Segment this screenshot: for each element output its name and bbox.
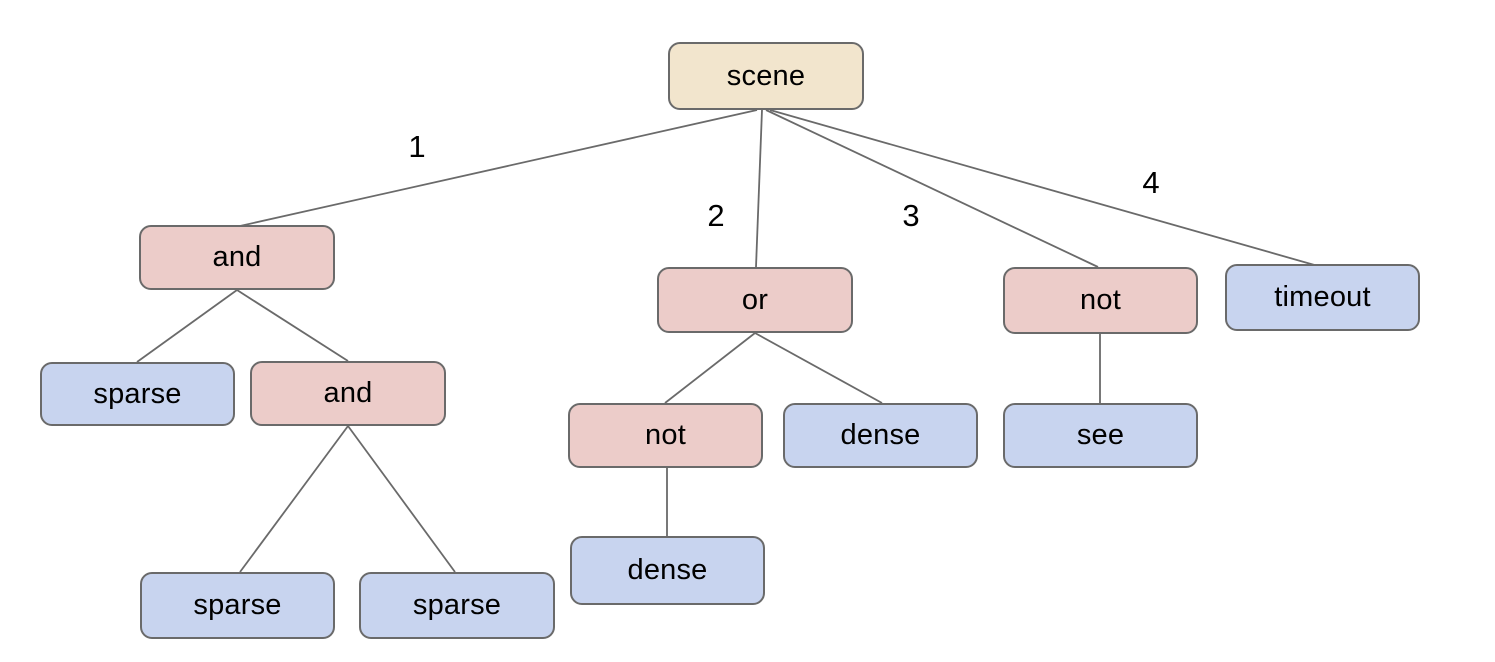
node-or: or [657, 267, 853, 333]
node-sparse-3: sparse [359, 572, 555, 639]
node-sparse-2: sparse [140, 572, 335, 639]
edge-scene-not1 [765, 109, 1099, 268]
edge-or-not2 [664, 332, 756, 404]
edge-label-3: 3 [902, 198, 920, 233]
node-dense-2: dense [570, 536, 765, 605]
edge-label-4: 4 [1142, 165, 1160, 200]
edge-and2-sparse3 [347, 425, 456, 573]
node-not-1: not [1003, 267, 1198, 334]
node-scene: scene [668, 42, 864, 110]
edge-scene-timeout [769, 109, 1319, 267]
node-see: see [1003, 403, 1198, 468]
node-dense-1: dense [783, 403, 978, 468]
node-timeout: timeout [1225, 264, 1420, 331]
node-and-2: and [250, 361, 446, 426]
edge-label-2: 2 [707, 198, 725, 233]
edge-and1-sparse1 [136, 289, 238, 363]
node-and-1: and [139, 225, 335, 290]
node-sparse-1: sparse [40, 362, 235, 426]
node-not-2: not [568, 403, 763, 468]
edge-and1-and2 [236, 289, 349, 362]
edge-or-dense1 [754, 332, 883, 404]
edge-label-1: 1 [408, 129, 426, 164]
edge-scene-or [755, 109, 763, 268]
edge-scene-and1 [239, 109, 758, 227]
edge-and2-sparse2 [239, 425, 349, 573]
